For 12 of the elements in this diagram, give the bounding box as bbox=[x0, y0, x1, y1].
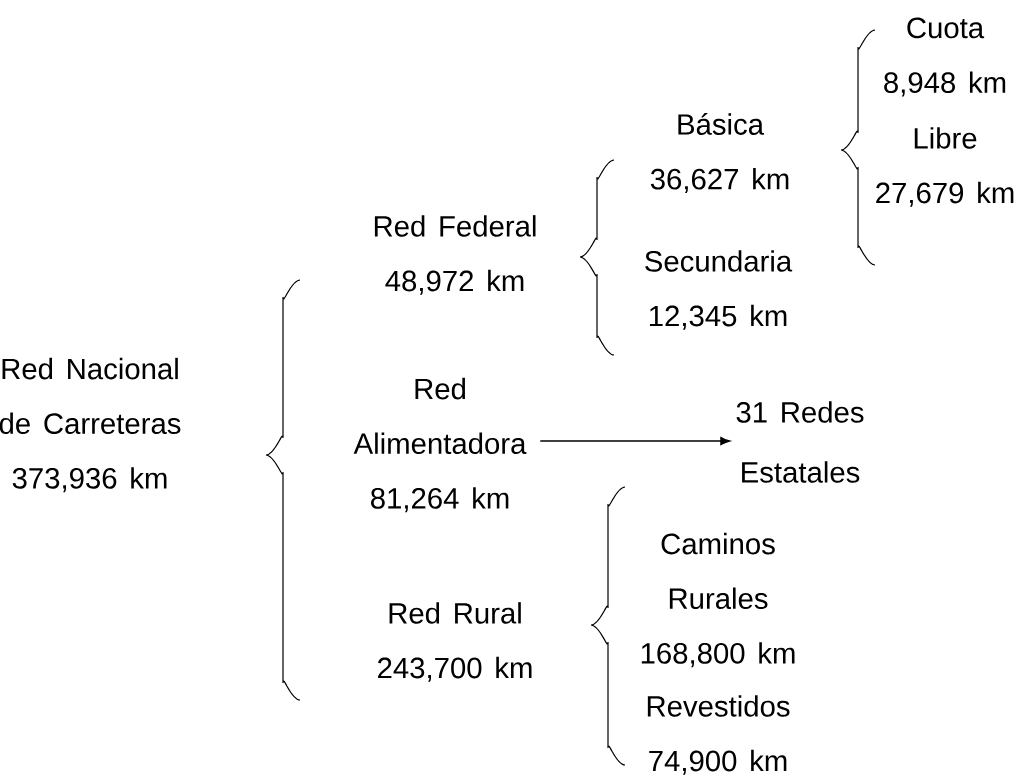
text-label: Red Federal 48,972 km bbox=[374, 215, 536, 295]
text-label: Red Alimentadora 81,264 km bbox=[353, 377, 527, 513]
text-label: 31 Redes Estatales bbox=[736, 401, 864, 483]
arrow bbox=[539, 436, 731, 446]
text-label: Red Rural 243,700 km bbox=[378, 602, 532, 682]
text-label: Libre 27,679 km bbox=[876, 127, 1014, 207]
text-label: Secundaria 12,345 km bbox=[645, 250, 793, 330]
text-label: Revestidos 74,900 km bbox=[647, 695, 790, 775]
text-label: Cuota 8,948 km bbox=[884, 17, 1006, 97]
text-label: Red Nacional de Carreteras 373,936 km bbox=[0, 357, 181, 493]
text-label: Básica 36,627 km bbox=[650, 113, 789, 193]
text-label: Caminos Rurales 168,800 km bbox=[641, 532, 795, 668]
